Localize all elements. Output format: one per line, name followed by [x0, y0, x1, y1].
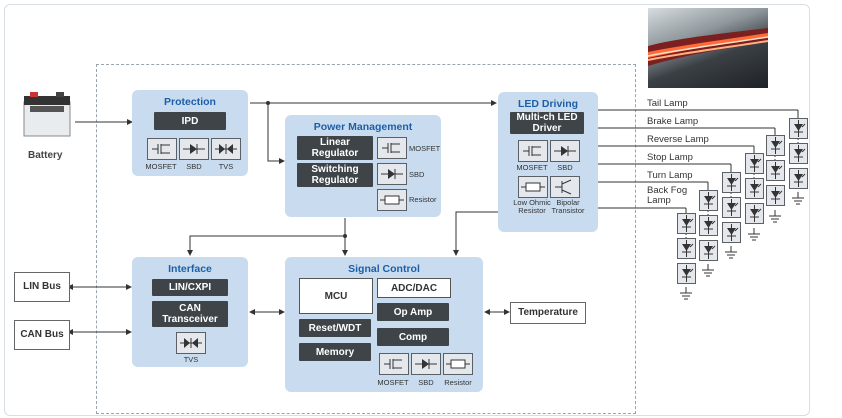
led-icon	[766, 185, 785, 206]
linear-regulator-chip: Linear Regulator	[297, 136, 373, 160]
led-icon	[677, 213, 696, 234]
led-icon	[745, 153, 764, 174]
sbd-label: SBD	[186, 162, 202, 171]
protection-block: Protection IPD MOSFET SBD TVS	[132, 90, 248, 176]
resistor-label: Resistor	[444, 378, 472, 387]
sbd-label: SBD	[409, 170, 425, 179]
led-icon	[745, 203, 764, 224]
sbd-icon	[550, 140, 580, 162]
led-icon	[766, 160, 785, 181]
power-management-title: Power Management	[313, 121, 413, 133]
led-icon	[699, 240, 718, 261]
led-driving-title: LED Driving	[517, 98, 579, 110]
battery-label: Battery	[28, 150, 63, 161]
led-driver-chip: Multi-ch LED Driver	[510, 112, 584, 134]
resistor-icon	[377, 189, 407, 211]
resistor-icon	[518, 176, 548, 198]
transistor-icon	[550, 176, 580, 198]
can-transceiver-chip: CAN Transceiver	[152, 301, 228, 327]
led-icon	[745, 178, 764, 199]
led-icon	[677, 238, 696, 259]
lamp-label-turn: Turn Lamp	[647, 170, 693, 181]
memory-chip: Memory	[299, 343, 371, 361]
low-ohmic-resistor-label: Low Ohmic Resistor	[513, 198, 551, 215]
lamp-label-back-fog: Back Fog Lamp	[647, 185, 688, 206]
bipolar-transistor-label: Bipolar Transistor	[551, 198, 585, 215]
battery-icon	[22, 92, 72, 138]
signal-control-block: Signal Control MCU ADC/DAC Reset/WDT Op …	[285, 257, 483, 392]
mosfet-label: MOSFET	[516, 163, 548, 172]
resistor-label: Resistor	[409, 195, 437, 204]
sbd-icon	[411, 353, 441, 375]
mosfet-label: MOSFET	[377, 378, 409, 387]
protection-title: Protection	[164, 96, 216, 108]
led-icon	[766, 135, 785, 156]
led-icon	[789, 143, 808, 164]
resistor-icon	[443, 353, 473, 375]
mosfet-label: MOSFET	[145, 162, 177, 171]
led-driving-block: LED Driving Multi-ch LED Driver MOSFET S…	[498, 92, 598, 232]
lamp-label-brake: Brake Lamp	[647, 116, 699, 127]
reset-wdt-chip: Reset/WDT	[299, 319, 371, 337]
mosfet-icon	[379, 353, 409, 375]
lamp-label-stop: Stop Lamp	[647, 152, 693, 163]
temperature-box: Temperature	[510, 302, 586, 324]
mosfet-label: MOSFET	[409, 144, 441, 153]
signal-control-title: Signal Control	[348, 263, 420, 275]
lamp-label-tail: Tail Lamp	[647, 98, 688, 109]
tvs-icon	[211, 138, 241, 160]
sbd-icon	[179, 138, 209, 160]
led-icon	[722, 172, 741, 193]
mosfet-icon	[147, 138, 177, 160]
lin-bus-box: LIN Bus	[14, 272, 70, 302]
led-icon	[699, 190, 718, 211]
comp-chip: Comp	[377, 328, 449, 346]
mosfet-icon	[518, 140, 548, 162]
sbd-label: SBD	[557, 163, 573, 172]
led-icon	[699, 215, 718, 236]
lin-cxpi-chip: LIN/CXPI	[152, 279, 228, 296]
can-bus-box: CAN Bus	[14, 320, 70, 350]
mcu-chip: MCU	[299, 278, 373, 314]
power-management-block: Power Management Linear Regulator Switch…	[285, 115, 441, 217]
switching-regulator-chip: Switching Regulator	[297, 163, 373, 187]
ipd-chip: IPD	[154, 112, 226, 130]
adc-dac-chip: ADC/DAC	[377, 278, 451, 298]
led-icon	[722, 222, 741, 243]
sbd-label: SBD	[418, 378, 434, 387]
interface-block: Interface LIN/CXPI CAN Transceiver TVS	[132, 257, 248, 367]
tvs-icon	[176, 332, 206, 354]
interface-title: Interface	[168, 263, 212, 275]
ecu-boundary	[96, 64, 636, 414]
led-icon	[789, 118, 808, 139]
tvs-label: TVS	[183, 355, 199, 364]
led-icon	[722, 197, 741, 218]
op-amp-chip: Op Amp	[377, 303, 449, 321]
led-icon	[789, 168, 808, 189]
mosfet-icon	[377, 137, 407, 159]
lamp-label-reverse: Reverse Lamp	[647, 134, 709, 145]
car-tail-lamp-photo	[648, 8, 768, 88]
sbd-icon	[377, 163, 407, 185]
led-icon	[677, 263, 696, 284]
tvs-label: TVS	[218, 162, 234, 171]
